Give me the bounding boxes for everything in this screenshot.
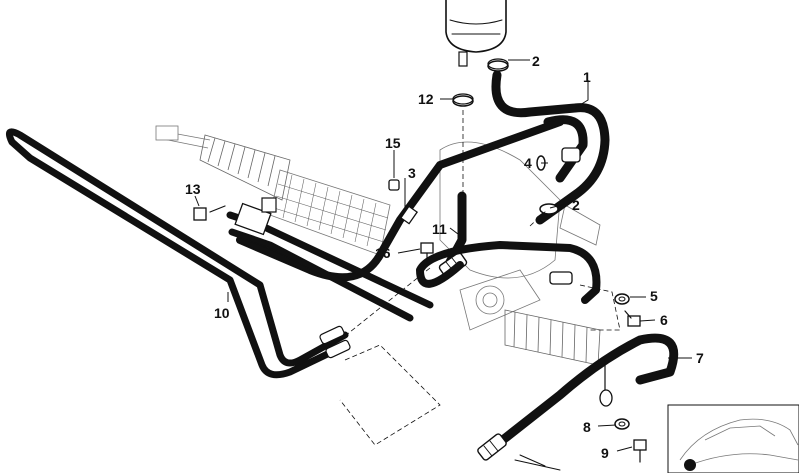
bolt-13 [193, 205, 226, 221]
callout-7: 7 [696, 350, 704, 366]
nut-15 [388, 179, 400, 191]
callout-15: 15 [385, 135, 401, 151]
callout-2-top: 2 [532, 53, 540, 69]
callout-leaders [194, 59, 692, 452]
seal-ring-lower [599, 389, 613, 407]
return-hose [491, 70, 610, 225]
callout-8: 8 [583, 419, 591, 435]
fluid-reservoir [445, 0, 507, 67]
bolt-6 [624, 310, 641, 327]
seal-ring-8 [614, 418, 630, 430]
callout-6: 6 [660, 312, 668, 328]
lower-return-hose [477, 333, 679, 471]
callout-3: 3 [408, 165, 416, 181]
callout-2-right: 2 [572, 197, 580, 213]
callout-12: 12 [418, 91, 434, 107]
callout-13: 13 [185, 181, 201, 197]
seal-ring-5 [614, 293, 630, 305]
vehicle-location-inset [667, 404, 799, 473]
hose-clamp-right [539, 203, 559, 215]
hose-clamp-12 [452, 93, 474, 107]
callout-9: 9 [601, 445, 609, 461]
hose-clamp-top [487, 58, 509, 72]
callout-4: 4 [524, 155, 532, 171]
assembly-reference-lines [339, 110, 621, 446]
bolt-9 [633, 439, 647, 463]
callout-10: 10 [214, 305, 230, 321]
steering-rack-assembly [155, 125, 601, 366]
callout-5: 5 [650, 288, 658, 304]
cooler-hose [416, 241, 601, 304]
location-marker-icon [684, 459, 696, 471]
bolt-16 [420, 242, 434, 267]
callout-11: 11 [432, 221, 447, 237]
callout-labels: 2 1 2 3 4 5 6 7 8 9 10 11 12 13 15 16 [185, 53, 704, 461]
seal-ring-4 [536, 147, 581, 171]
callout-16: 16 [375, 245, 391, 261]
callout-1: 1 [583, 69, 591, 85]
cooler-line [5, 128, 434, 379]
